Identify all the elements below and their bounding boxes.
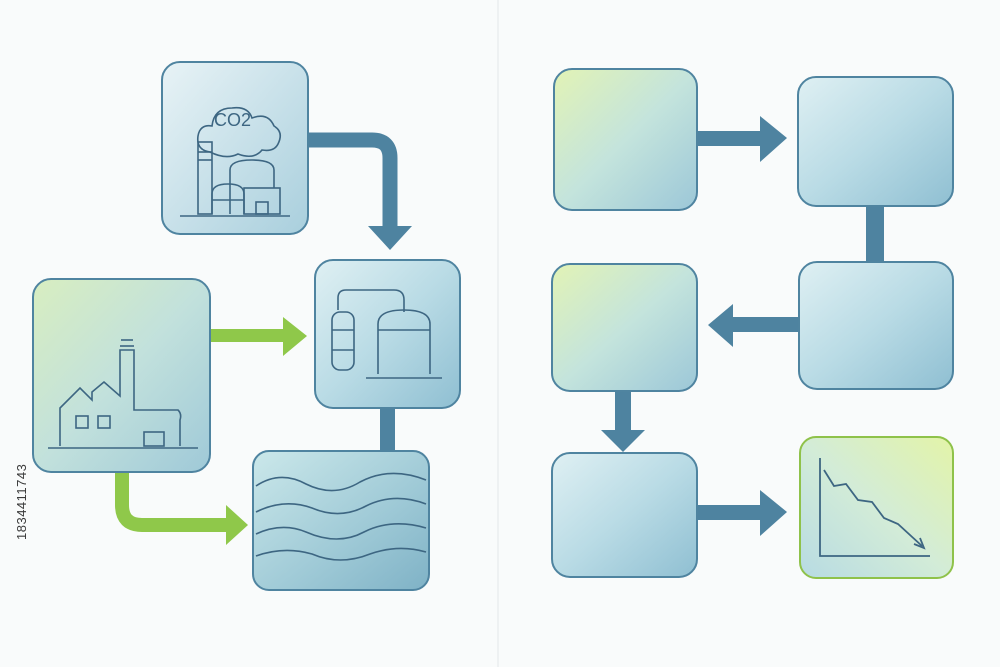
- stock-id-watermark: 1834411743: [14, 463, 29, 540]
- storage-box: [314, 259, 461, 409]
- arrow-factory-to-storage: [209, 317, 307, 356]
- factory-box: [32, 278, 211, 473]
- flow-box-4: [798, 261, 954, 390]
- arrow-emissions-to-storage: [306, 132, 412, 250]
- arrow-right-2: [696, 490, 787, 536]
- chart-box: [799, 436, 954, 579]
- arrow-factory-to-geology: [115, 470, 248, 545]
- connector-storage-to-geology: [380, 405, 395, 457]
- flow-box-3: [551, 263, 698, 392]
- factory-icon: [48, 339, 198, 449]
- arrow-right-1: [696, 116, 787, 162]
- declining-line-chart-icon: [819, 458, 930, 557]
- wavy-strata-icon: [255, 472, 427, 561]
- storage-tanks-icon: [331, 289, 442, 379]
- flow-box-2: [797, 76, 954, 207]
- flow-box-5: [551, 452, 698, 578]
- connector-right-down: [866, 205, 884, 263]
- co2-cloud-factory-icon: [180, 106, 290, 217]
- co2-label: CO2: [214, 110, 251, 130]
- emissions-box: CO2: [161, 61, 309, 235]
- arrow-left-1: [708, 304, 802, 347]
- arrow-down-1: [601, 390, 645, 452]
- panel-divider: [497, 0, 499, 667]
- geology-box: [252, 450, 430, 591]
- flow-box-1: [553, 68, 698, 211]
